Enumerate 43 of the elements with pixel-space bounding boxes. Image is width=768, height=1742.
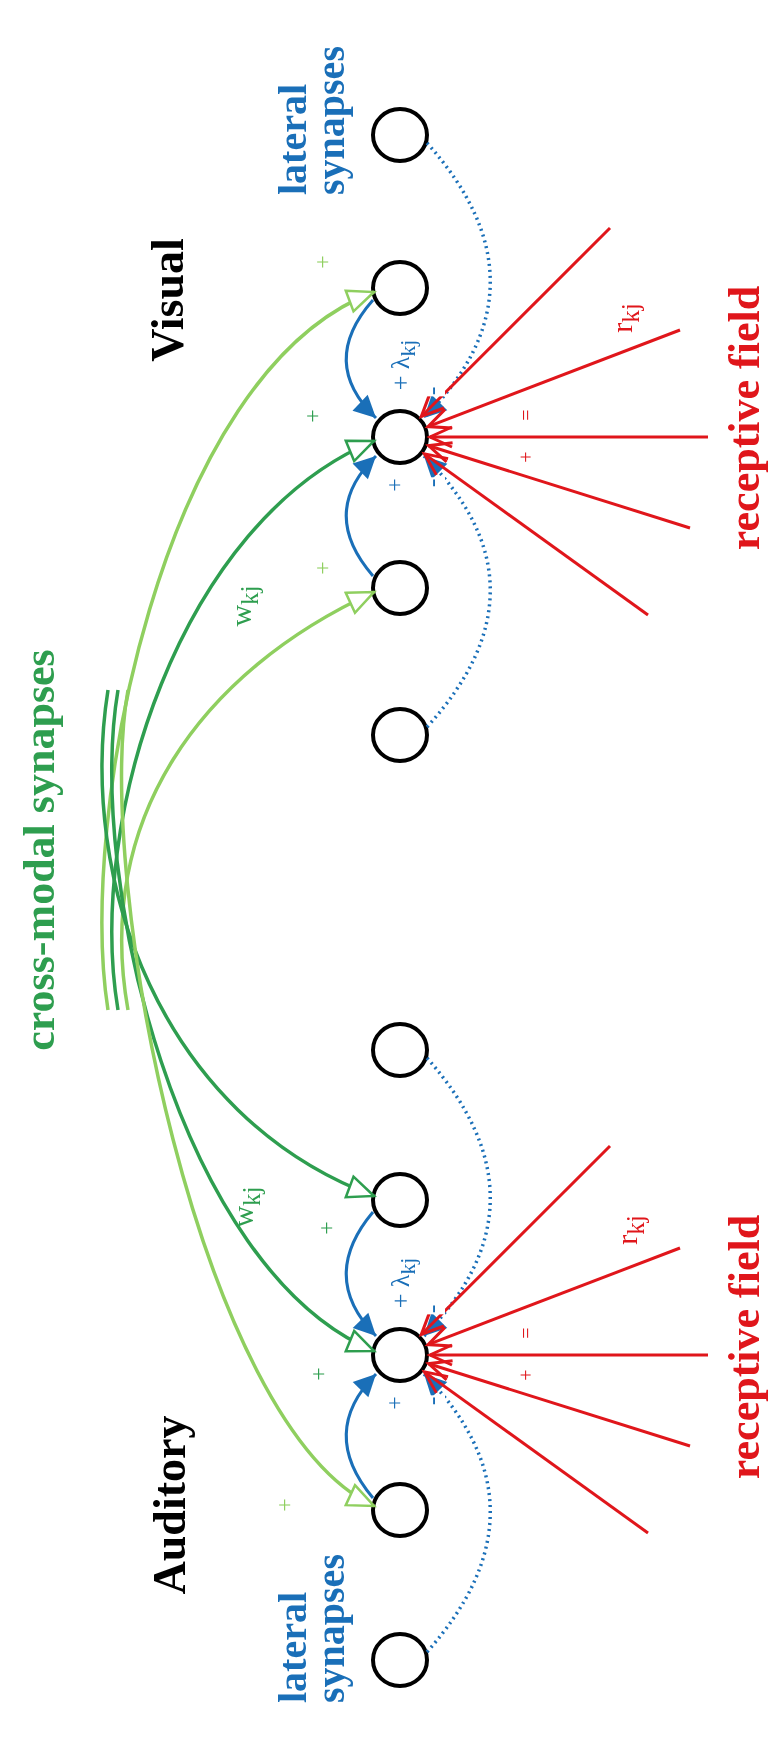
sign-label: = [516, 409, 536, 421]
sign-label: = [516, 1327, 536, 1339]
dotted-arrow [422, 141, 492, 420]
curved-arrow [120, 689, 376, 1508]
neuron-circle [371, 1172, 429, 1228]
dotted-arrow [422, 1056, 492, 1338]
dotted-arrow [422, 454, 492, 729]
arrow [428, 1343, 708, 1367]
arrow [344, 1211, 378, 1337]
annotation-label: cross-modal synapses [18, 649, 62, 1051]
curved-arrow [110, 689, 376, 1353]
neuron-circle [371, 1632, 429, 1688]
layer-title: Visual [145, 238, 191, 362]
layer-title: Auditory [147, 1415, 193, 1595]
curved-arrow [120, 590, 376, 1011]
arrow [344, 454, 378, 577]
neuron-circle [371, 1022, 429, 1078]
neuron-circle [371, 260, 429, 316]
arrow [422, 452, 649, 617]
arrow [426, 1246, 681, 1348]
annotation-label: receptive field [723, 285, 767, 551]
sign-label: + [516, 451, 536, 463]
arrow [344, 1373, 378, 1499]
neuron-circle [371, 1327, 429, 1383]
neuron-circle [371, 707, 429, 763]
sign-label: + [516, 1369, 536, 1381]
neuron-circle [371, 560, 429, 616]
arrow [427, 1359, 691, 1448]
arrow [428, 425, 708, 449]
curved-arrow [100, 689, 376, 1198]
annotation-label: receptive field [723, 1214, 767, 1480]
curved-arrow [110, 439, 376, 1011]
dotted-arrow [422, 1372, 492, 1654]
neuron-circle [371, 107, 429, 163]
arrow [426, 328, 681, 430]
arrow [419, 226, 612, 418]
curved-arrow [100, 290, 376, 1011]
neuron-circle [371, 409, 429, 465]
arrow [344, 299, 378, 420]
arrow [419, 1144, 612, 1336]
neuron-circle [371, 1482, 429, 1538]
arrow [427, 441, 691, 530]
arrow [422, 1370, 649, 1535]
